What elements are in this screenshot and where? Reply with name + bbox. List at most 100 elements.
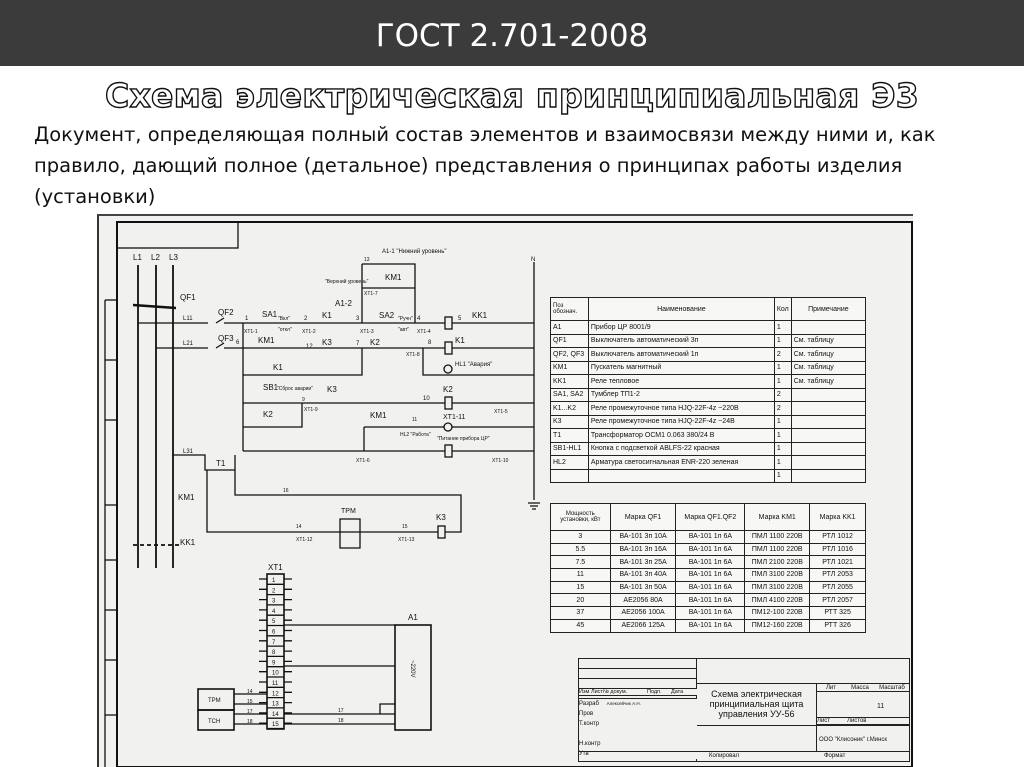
table-cell: РТЛ 2057	[809, 593, 866, 608]
slide-description: Документ, определяющая полный состав эле…	[34, 123, 936, 208]
table-cell	[790, 320, 867, 335]
label: ~220V	[409, 660, 415, 678]
terminal-lead	[259, 712, 292, 719]
label: N	[531, 257, 535, 263]
tb-col: Лист	[591, 689, 603, 695]
label: TPM	[341, 508, 356, 515]
label: "авт"	[398, 327, 409, 333]
table-cell: Реле промежуточное типа HJQ-22F-4z ~24В	[587, 414, 775, 429]
col-header: Примечание	[790, 297, 867, 321]
label: 7	[356, 341, 360, 347]
terminal-lead	[259, 578, 292, 585]
label: K1	[455, 336, 465, 345]
label: XT1-11	[443, 414, 466, 421]
table-row: 1	[550, 468, 867, 483]
label: SB1	[263, 383, 279, 392]
label: 16	[283, 488, 289, 494]
label: XT1-13	[398, 537, 415, 543]
coils	[437, 316, 453, 539]
label: KM1	[370, 411, 387, 420]
table-cell	[550, 468, 589, 483]
table-cell: 1	[773, 374, 792, 389]
control-wires	[138, 263, 534, 549]
label: QF2	[218, 308, 234, 317]
tb-sheets: Листов	[847, 718, 867, 724]
label: "Верхний уровень"	[325, 278, 369, 285]
table-cell: 1	[773, 414, 792, 429]
label: "Питание прибора ЦР"	[437, 436, 490, 442]
label: A1-1 "Нижний уровень"	[382, 248, 447, 255]
table-cell: РТЛ 1021	[809, 555, 866, 570]
table-cell: Выключатель автоматический 1п	[587, 347, 775, 362]
label: A1-2	[335, 299, 352, 308]
table-cell: 1	[773, 455, 792, 470]
table-cell: РТЛ 1016	[809, 542, 866, 557]
table-cell: A1	[550, 320, 589, 335]
table-cell: T1	[550, 428, 589, 443]
table-cell: ВА-101 1п 6А	[675, 593, 746, 608]
label: XT1-9	[304, 407, 318, 413]
terminal-number: 8	[272, 650, 276, 656]
table-cell: ВА-101 3п 10А	[609, 530, 677, 544]
tb-lit: Лит	[825, 685, 837, 691]
label: XT1	[268, 563, 283, 572]
label: 17	[247, 709, 253, 715]
table-cell: ВА-101 1п 6А	[675, 568, 746, 582]
table-cell: РТЛ 1012	[809, 530, 866, 544]
label: 17	[338, 708, 344, 714]
table-cell: См. таблицу	[790, 360, 867, 375]
col-header: Марка QF1.QF2	[675, 503, 746, 531]
tb-col: Подп.	[647, 689, 662, 695]
label: T1	[216, 459, 226, 468]
terminal-lead	[259, 629, 292, 637]
tb-developer: Алексейчик А.Н.	[606, 701, 641, 706]
table-cell	[790, 455, 867, 470]
terminal-lead	[259, 660, 292, 668]
table-cell: Реле промежуточное типа HJQ-22F-4z ~220В	[587, 401, 775, 416]
device-a1	[394, 624, 432, 731]
label: 14	[247, 689, 253, 695]
table-cell: 1	[773, 320, 792, 335]
label: XT1-12	[296, 537, 313, 543]
ground-icon	[528, 502, 540, 510]
terminal-lead	[259, 691, 292, 699]
tb-scale-value: 11	[877, 703, 885, 710]
terminal-number: 7	[272, 640, 276, 646]
terminal-number: 6	[272, 630, 276, 636]
col-header: Кол	[773, 297, 792, 321]
table-cell: ПМЛ 1100 220В	[744, 530, 811, 544]
terminal-lead	[259, 609, 292, 616]
label: K2	[370, 338, 380, 347]
table-cell	[790, 428, 867, 443]
table-cell: Тумблер ТП1-2	[587, 387, 775, 402]
tb-col: Дата	[671, 689, 684, 695]
table-cell	[790, 387, 867, 402]
table-cell: ВА-101 3п 25А	[609, 555, 677, 570]
terminal-number: 11	[272, 681, 279, 687]
components-table: Поз обознач. Наименование Кол Примечание…	[550, 297, 867, 483]
tb-copied: Копировал	[709, 753, 740, 759]
table-cell: 2	[773, 401, 792, 416]
label: K1	[322, 311, 332, 320]
inner-frame	[116, 221, 913, 767]
terminal-lead	[259, 598, 292, 606]
label: 18	[247, 719, 253, 725]
tb-format: Формат	[824, 753, 846, 759]
table-cell: ПМЛ 3100 220В	[744, 568, 811, 582]
tb-org: ООО "Клисоник" г.Минск	[819, 737, 888, 743]
table-cell: ПМЛ 4100 220В	[744, 593, 811, 608]
label: HL1 "Авария"	[455, 362, 492, 368]
label: K2	[443, 385, 453, 394]
tb-col: № докум.	[603, 689, 628, 695]
label: XT1-8	[406, 352, 420, 358]
table-cell: См. таблицу	[790, 347, 867, 362]
tb-scale: Масштаб	[879, 685, 905, 691]
label: XT1-10	[492, 458, 509, 464]
